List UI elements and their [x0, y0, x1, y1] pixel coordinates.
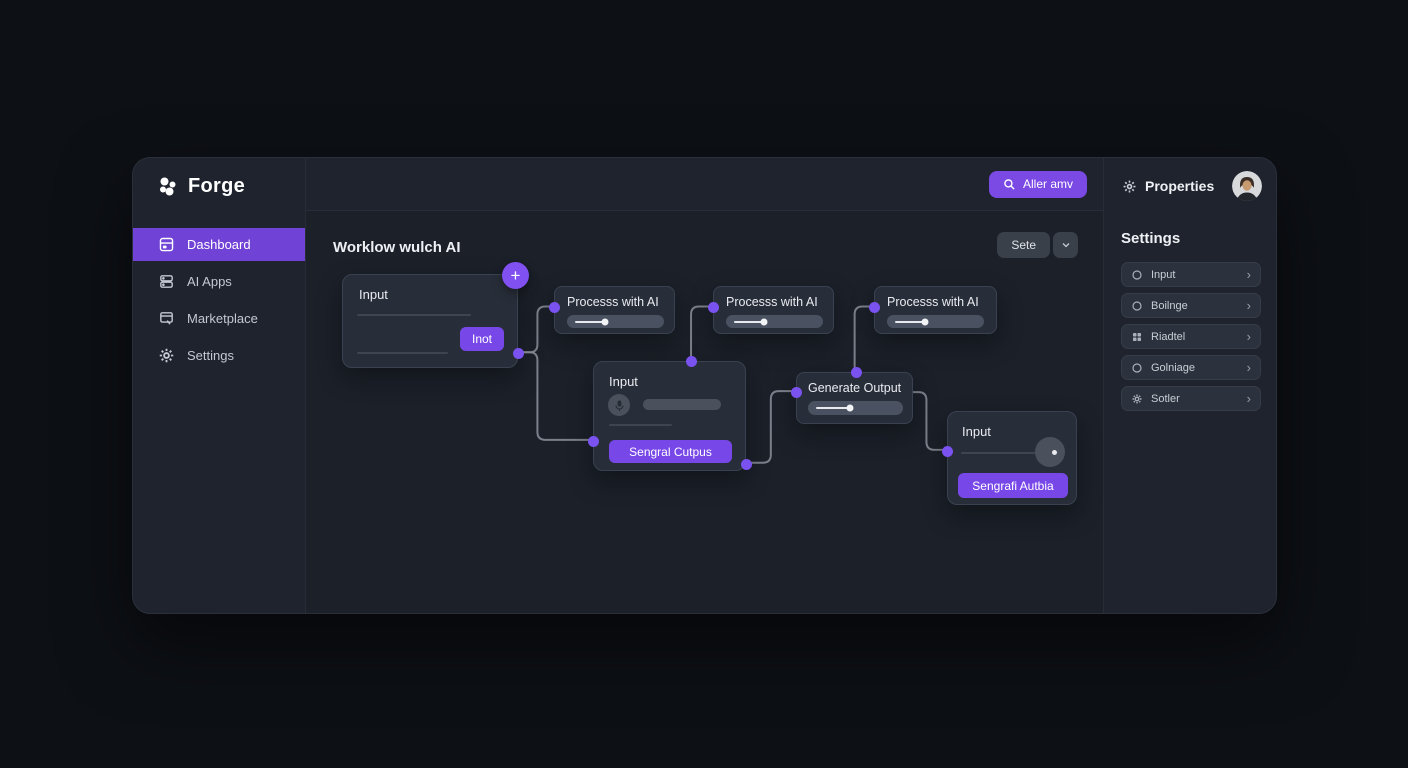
settings-row-label: Sotler	[1151, 392, 1180, 405]
port-input[interactable]	[941, 445, 953, 457]
settings-row-label: Golniage	[1151, 361, 1196, 374]
node-button[interactable]: Sengral Cutpus	[609, 440, 732, 463]
save-button[interactable]: Sete	[997, 232, 1050, 258]
node-title: Processs with AI	[887, 295, 979, 309]
port-input[interactable]	[790, 386, 802, 398]
settings-row-riadtel[interactable]: Riadtel ›	[1121, 324, 1261, 349]
circle-icon	[1132, 362, 1142, 373]
sidebar-item-label: AI Apps	[187, 274, 232, 289]
settings-row-boilnge[interactable]: Boilnge ›	[1121, 293, 1261, 318]
node-input-3[interactable]: Input Sengrafi Autbia	[947, 411, 1077, 505]
port-input[interactable]	[685, 355, 697, 367]
node-title: Processs with AI	[567, 295, 659, 309]
search-button-label: Aller amv	[1022, 177, 1073, 191]
canvas-title: Worklow wulch AI	[333, 239, 461, 256]
workflow-canvas[interactable]: Worklow wulch AI Sete Inp	[306, 211, 1103, 613]
input-field-line	[357, 352, 448, 354]
node-process-1[interactable]: Processs with AI	[554, 286, 675, 334]
sidebar-item-marketplace[interactable]: Marketplace	[133, 302, 305, 335]
chevron-right-icon: ›	[1246, 267, 1251, 282]
node-title: Input	[962, 424, 991, 439]
node-process-3[interactable]: Processs with AI	[874, 286, 997, 334]
chevron-right-icon: ›	[1246, 329, 1251, 344]
input-pill	[643, 399, 721, 410]
node-slider[interactable]	[887, 315, 984, 328]
gear-icon	[1132, 394, 1142, 403]
search-button[interactable]: Aller amv	[988, 170, 1087, 198]
node-button[interactable]: Sengrafi Autbia	[958, 473, 1068, 498]
properties-header: Properties	[1122, 171, 1262, 201]
avatar-image	[1232, 171, 1262, 201]
mic-icon	[614, 400, 624, 411]
chevron-right-icon: ›	[1246, 298, 1251, 313]
port-input[interactable]	[548, 301, 560, 313]
sidebar-item-dashboard[interactable]: Dashboard	[133, 228, 305, 261]
search-icon	[1004, 178, 1015, 190]
app-window: Forge Dashboard AI Apps	[132, 157, 1277, 614]
node-slider[interactable]	[726, 315, 823, 328]
port-output[interactable]	[512, 347, 524, 359]
node-generate-output[interactable]: Generate Output	[796, 372, 913, 424]
dashboard-icon	[159, 237, 174, 252]
node-title: Generate Output	[808, 381, 902, 395]
port-output[interactable]	[850, 366, 862, 378]
grid-icon	[1133, 332, 1141, 341]
circle-icon	[1132, 269, 1142, 280]
port-input[interactable]	[587, 435, 599, 447]
chevron-right-icon: ›	[1246, 360, 1251, 375]
node-title: Input	[609, 374, 638, 389]
settings-row-label: Riadtel	[1151, 330, 1186, 343]
media-chip-icon[interactable]	[608, 394, 630, 416]
node-input-1[interactable]: Input Inot	[342, 274, 518, 368]
brand-logo: Forge	[157, 175, 245, 198]
input-field-line	[609, 424, 672, 426]
sidebar-nav: Dashboard AI Apps Marketplace	[133, 228, 305, 376]
node-input-2[interactable]: Input Sengral Cutpus	[593, 361, 746, 471]
marketplace-icon	[160, 312, 173, 325]
port-output[interactable]	[740, 458, 752, 470]
settings-section-title: Settings	[1121, 230, 1181, 247]
settings-row-label: Boilnge	[1151, 299, 1188, 312]
save-button-group: Sete	[997, 232, 1078, 258]
node-slider[interactable]	[808, 401, 903, 415]
node-title: Processs with AI	[726, 295, 818, 309]
settings-row-label: Input	[1151, 268, 1176, 281]
toggle-knob[interactable]	[1035, 437, 1065, 467]
circle-icon	[1132, 300, 1142, 311]
node-slider[interactable]	[567, 315, 664, 328]
properties-title: Properties	[1145, 178, 1215, 194]
port-input[interactable]	[868, 301, 880, 313]
port-input[interactable]	[707, 301, 719, 313]
sidebar-item-ai-apps[interactable]: AI Apps	[133, 265, 305, 298]
chevron-down-icon	[1062, 243, 1069, 248]
topbar: Aller amv	[306, 158, 1103, 211]
sidebar-item-label: Dashboard	[187, 237, 251, 252]
properties-panel: Properties Settings Input › Boilnge ›	[1103, 158, 1276, 613]
chevron-right-icon: ›	[1246, 391, 1251, 406]
input-field-line	[357, 314, 471, 316]
settings-row-golniage[interactable]: Golniage ›	[1121, 355, 1261, 380]
input-field-line	[961, 452, 1041, 454]
save-dropdown-button[interactable]	[1053, 232, 1078, 258]
sidebar-item-settings[interactable]: Settings	[133, 339, 305, 372]
main-area: Aller amv Worklow wulch AI Sete	[306, 158, 1103, 613]
node-process-2[interactable]: Processs with AI	[713, 286, 834, 334]
sidebar-item-label: Marketplace	[187, 311, 258, 326]
add-node-button[interactable]: +	[502, 262, 529, 289]
sidebar-item-label: Settings	[187, 348, 234, 363]
settings-rows: Input › Boilnge › Riadtel › Golniage ›	[1121, 262, 1261, 417]
forge-logo-icon	[160, 177, 176, 195]
sidebar: Forge Dashboard AI Apps	[133, 158, 306, 613]
settings-row-input[interactable]: Input ›	[1121, 262, 1261, 287]
settings-row-sotler[interactable]: Sotler ›	[1121, 386, 1261, 411]
ai-apps-icon	[160, 275, 173, 288]
node-button[interactable]: Inot	[460, 327, 504, 351]
node-title: Input	[359, 287, 388, 302]
brand-name: Forge	[188, 175, 246, 197]
properties-icon	[1123, 180, 1136, 192]
user-avatar[interactable]	[1232, 171, 1262, 201]
settings-gear-icon	[159, 348, 174, 363]
